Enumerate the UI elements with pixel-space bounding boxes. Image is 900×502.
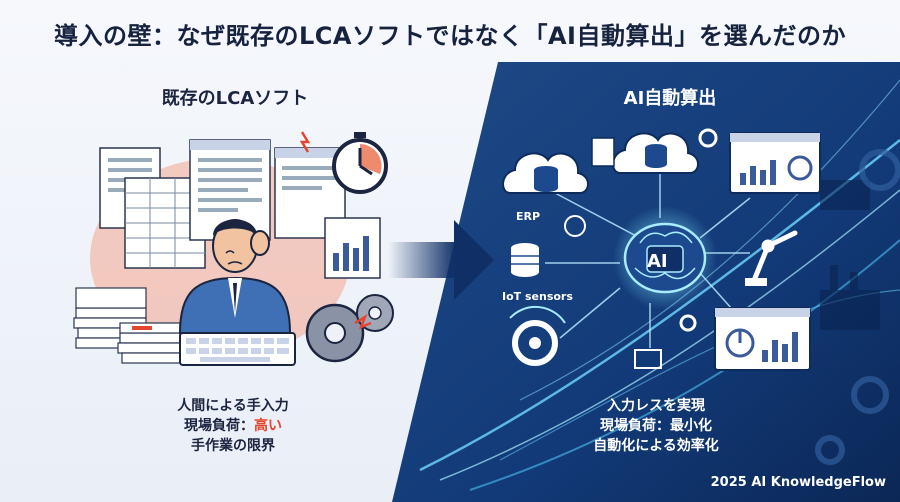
- transition-arrow-icon: [388, 220, 494, 300]
- right-caption-line-3: 自動化による効率化: [593, 438, 719, 454]
- ai-automation-illustration: [502, 128, 821, 371]
- load-high-highlight: 高い: [254, 418, 282, 434]
- stopwatch-icon: [332, 132, 388, 194]
- right-caption: 入力レスを実現 現場負荷：最小化 自動化による効率化: [556, 396, 756, 456]
- paper-stack: [73, 287, 183, 364]
- left-heading: 既存のLCAソフト: [161, 88, 309, 109]
- erp-label: ERP: [516, 210, 541, 223]
- left-caption: 人間による手入力 現場負荷：高い 手作業の限界: [148, 396, 318, 456]
- automation-gear-icon: [509, 305, 566, 366]
- left-caption-line-2: 現場負荷：高い: [184, 418, 282, 434]
- keyboard-icon: [179, 332, 296, 366]
- left-caption-line-3: 手作業の限界: [191, 438, 275, 454]
- dashboard-chart-icon: [729, 132, 821, 194]
- iot-sensors-label: IoT sensors: [502, 290, 573, 303]
- broken-gear-icon: [305, 294, 394, 363]
- right-caption-line-2: 現場負荷：最小化: [600, 418, 712, 434]
- cloud-database-icon: [502, 152, 589, 194]
- document-icon: [591, 137, 615, 167]
- manual-input-illustration: [73, 131, 394, 366]
- gear-icon: [679, 314, 697, 332]
- robot-arm-icon: [745, 230, 798, 286]
- worker-figure: [178, 219, 292, 334]
- gear-icon: [698, 128, 718, 148]
- credit-text: 2025 AI KnowledgeFlow: [710, 475, 886, 490]
- right-caption-line-1: 入力レスを実現: [607, 398, 705, 414]
- analytics-panel-icon: [714, 307, 811, 371]
- database-icon: [511, 243, 539, 277]
- cloud-database-icon: [612, 132, 699, 174]
- right-heading: AI自動算出: [623, 88, 717, 109]
- ai-brain-icon: [613, 206, 717, 310]
- globe-icon: [564, 215, 586, 237]
- left-caption-line-1: 人間による手入力: [177, 398, 289, 414]
- stress-mark-icon: [299, 131, 311, 153]
- ai-label: AI: [647, 251, 668, 272]
- page-title: 導入の壁：なぜ既存のLCAソフトではなく「AI自動算出」を選んだのか: [54, 22, 846, 50]
- monitor-icon: [634, 349, 662, 369]
